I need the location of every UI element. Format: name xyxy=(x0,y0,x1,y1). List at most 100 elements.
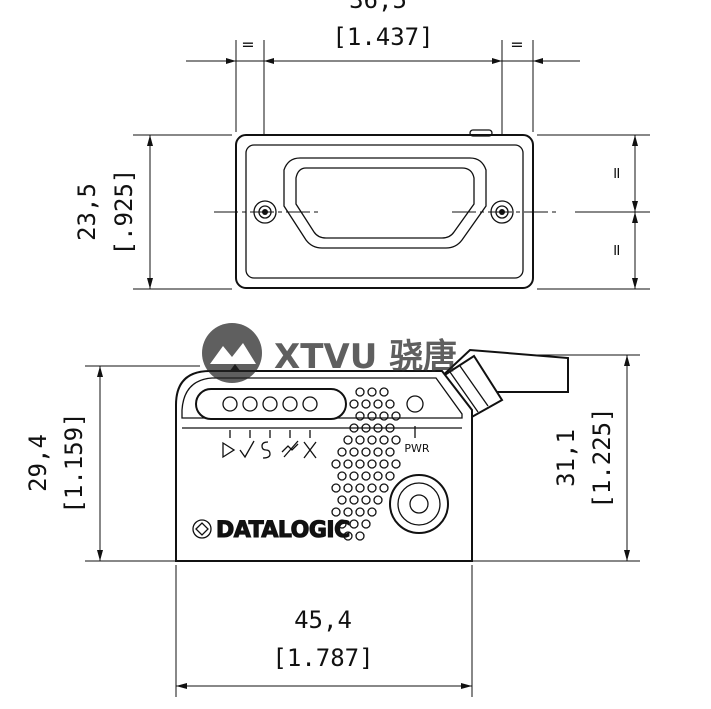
status-led xyxy=(222,396,238,412)
arrow-icon xyxy=(492,58,502,64)
grille-hole xyxy=(391,435,401,445)
logo-mark-inner xyxy=(195,522,209,536)
grille-hole xyxy=(343,459,353,469)
arrow-icon xyxy=(226,58,236,64)
power-led xyxy=(406,395,424,413)
grille-hole xyxy=(367,411,377,421)
device-top-bevel xyxy=(181,377,463,419)
datalogic-logo: DATALOGIC xyxy=(192,517,351,544)
grille-hole xyxy=(373,399,383,409)
top-height-in: [.925] xyxy=(110,169,138,256)
arrow-icon xyxy=(264,58,274,64)
arrow-icon xyxy=(97,550,103,561)
cable-stub xyxy=(469,129,493,137)
front-width-mm: 45,4 xyxy=(294,606,352,634)
window-outer xyxy=(283,157,487,249)
front-view: 29,4 [1.159] 31,1 [1.225] 45,4 [1.787] xyxy=(24,348,640,697)
arrow-icon xyxy=(624,550,630,561)
arrow-icon xyxy=(147,135,153,146)
play-icon xyxy=(222,441,236,459)
grille-hole xyxy=(343,531,353,541)
window-inner xyxy=(295,167,475,239)
green-spot-icon xyxy=(261,441,271,459)
right-equal-mark-lower: = xyxy=(607,243,626,256)
grille-hole xyxy=(385,423,395,433)
grille-hole xyxy=(361,447,371,457)
grille-hole xyxy=(355,459,365,469)
grille-hole xyxy=(331,459,341,469)
top-right-equal-mark: = xyxy=(510,35,523,54)
grille-hole xyxy=(337,447,347,457)
arrow-icon xyxy=(632,278,638,289)
top-width-mm: 36,5 xyxy=(349,0,407,14)
arrow-icon xyxy=(533,58,543,64)
grille-hole xyxy=(379,483,389,493)
trigger-button xyxy=(389,474,449,534)
grille-hole xyxy=(355,507,365,517)
grille-hole xyxy=(385,447,395,457)
connector-line xyxy=(449,371,479,413)
grille-hole xyxy=(367,387,377,397)
pwr-label: PWR xyxy=(404,442,430,455)
grille-hole xyxy=(337,519,347,529)
grille-hole xyxy=(349,447,359,457)
watermark-logo-icon xyxy=(202,323,262,383)
top-height-mm: 23,5 xyxy=(73,183,101,241)
grille-hole xyxy=(385,471,395,481)
grille-hole xyxy=(355,435,365,445)
status-led xyxy=(262,396,278,412)
grille-hole xyxy=(379,435,389,445)
check-icon xyxy=(239,440,255,459)
grille-hole xyxy=(355,531,365,541)
watermark: XTVU 骁唐 xyxy=(202,323,457,383)
grille-hole xyxy=(385,399,395,409)
grille-hole xyxy=(367,483,377,493)
grille-hole xyxy=(367,435,377,445)
grille-hole xyxy=(361,471,371,481)
grille-hole xyxy=(361,519,371,529)
front-height-left-in: [1.159] xyxy=(60,412,88,513)
grille-hole xyxy=(367,459,377,469)
status-icons xyxy=(222,440,317,459)
grille-hole xyxy=(349,399,359,409)
grille-hole xyxy=(349,495,359,505)
grille-hole xyxy=(337,495,347,505)
grille-hole xyxy=(367,507,377,517)
arrow-icon xyxy=(632,135,638,146)
grille-hole xyxy=(379,387,389,397)
brand-logo-text: DATALOGIC xyxy=(216,518,350,543)
led-window xyxy=(195,388,347,420)
arrow-icon xyxy=(97,366,103,377)
watermark-text: XTVU 骁唐 xyxy=(274,337,457,377)
mounting-screw-right xyxy=(490,200,514,224)
grille-hole xyxy=(355,387,365,397)
grille-hole xyxy=(379,459,389,469)
grille-hole xyxy=(349,423,359,433)
arrow-icon xyxy=(632,212,638,223)
front-width-in: [1.787] xyxy=(272,644,373,672)
trigger-button-center xyxy=(409,494,429,514)
no-read-icon xyxy=(281,440,299,458)
cross-icon xyxy=(303,441,317,459)
arrow-icon xyxy=(461,683,472,689)
right-equal-mark-upper: = xyxy=(607,166,626,179)
top-view: 36,5 [1.437] = = 23,5 [.925] = = xyxy=(73,0,650,290)
arrow-icon xyxy=(176,683,187,689)
grille-hole xyxy=(373,423,383,433)
grille-hole xyxy=(343,507,353,517)
front-height-right-mm: 31,1 xyxy=(552,429,580,487)
grille-hole xyxy=(391,411,401,421)
status-led xyxy=(242,396,258,412)
grille-hole xyxy=(373,471,383,481)
grille-hole xyxy=(355,483,365,493)
grille-hole xyxy=(361,423,371,433)
arrow-icon xyxy=(632,201,638,212)
grille-hole xyxy=(373,447,383,457)
connector-line xyxy=(459,365,489,407)
grille-hole xyxy=(349,519,359,529)
grille-hole xyxy=(379,411,389,421)
grille-hole xyxy=(337,471,347,481)
grille-hole xyxy=(355,411,365,421)
logo-mark-icon xyxy=(192,519,212,539)
grille-hole xyxy=(349,471,359,481)
